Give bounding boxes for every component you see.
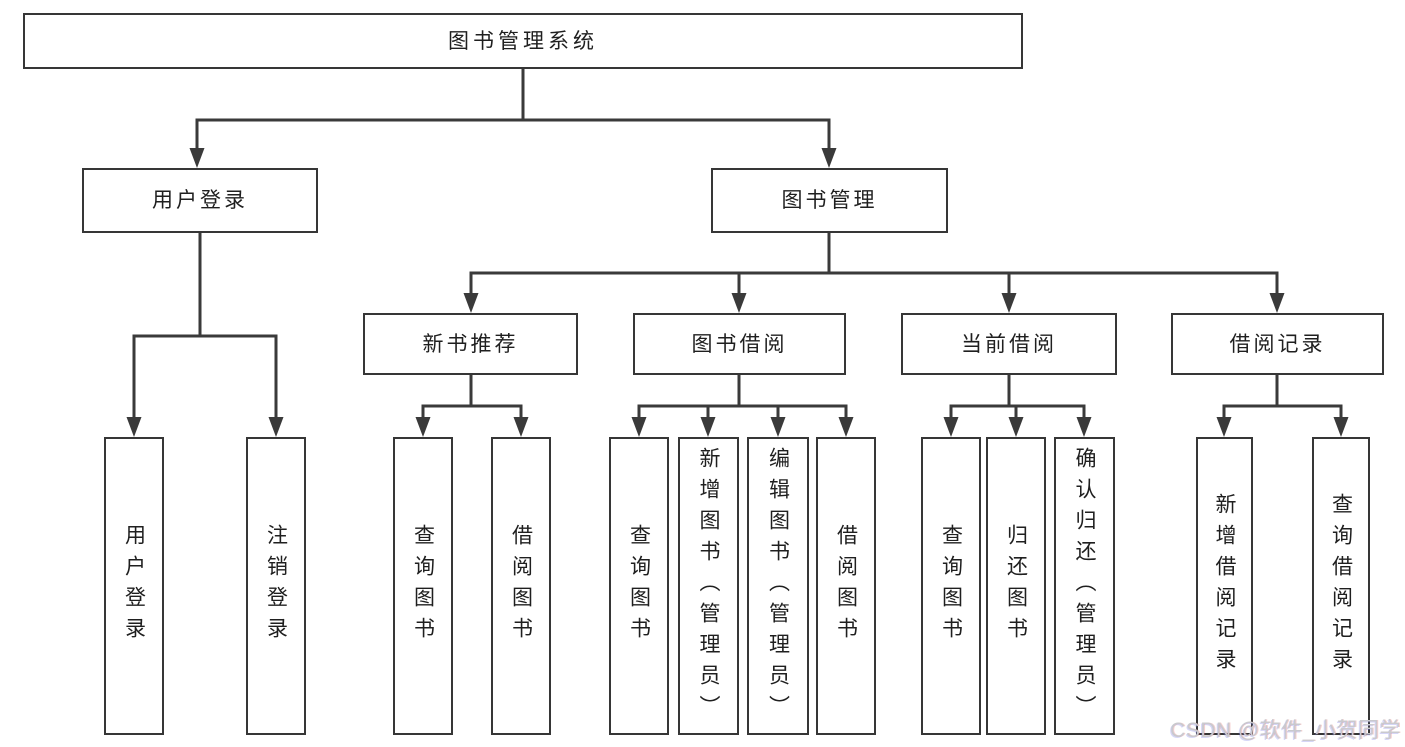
node-label: 用户登录 <box>152 189 248 212</box>
node-label: 图书管理系统 <box>448 29 598 53</box>
node-label: 当前借阅 <box>961 332 1057 356</box>
node-label: 新增借阅记录 <box>1213 493 1236 679</box>
leaf-borrow-books-recommend: 借阅图书 <box>491 437 551 735</box>
csdn-watermark: CSDN @软件_小贺同学 <box>1170 719 1401 742</box>
arrowheads <box>126 148 1349 437</box>
node-label: 查询借阅记录 <box>1329 493 1353 679</box>
leaf-add-borrow-record: 新增借阅记录 <box>1196 437 1253 735</box>
node-label: 图书借阅 <box>691 332 788 356</box>
leaf-search-books-current: 查询图书 <box>921 437 981 735</box>
node-label: 注销登录 <box>264 524 288 648</box>
connector-edges <box>132 69 1343 425</box>
node-user-login-branch: 用户登录 <box>82 168 318 233</box>
node-label: 用户登录 <box>122 524 146 648</box>
node-new-book-recommendation: 新书推荐 <box>363 313 578 375</box>
node-label: 查询图书 <box>627 524 651 648</box>
node-book-borrowing: 图书借阅 <box>633 313 846 375</box>
node-label: 查询图书 <box>411 524 435 648</box>
node-label: 新书推荐 <box>422 332 519 356</box>
leaf-search-borrow-record: 查询借阅记录 <box>1312 437 1370 735</box>
node-label: 借阅记录 <box>1229 332 1326 356</box>
leaf-return-books: 归还图书 <box>986 437 1046 735</box>
leaf-user-login: 用户登录 <box>104 437 164 735</box>
node-label: 编辑图书（管理员） <box>766 446 790 726</box>
node-library-management-system: 图书管理系统 <box>23 13 1023 69</box>
node-label: 查询图书 <box>939 524 963 648</box>
node-borrowing-records: 借阅记录 <box>1171 313 1384 375</box>
node-label: 借阅图书 <box>509 524 533 648</box>
node-label: 图书管理 <box>781 189 878 212</box>
leaf-edit-book-admin: 编辑图书（管理员） <box>747 437 809 735</box>
leaf-search-books-borrowing: 查询图书 <box>609 437 669 735</box>
leaf-search-books-recommend: 查询图书 <box>393 437 453 735</box>
node-label: 新增图书（管理员） <box>697 446 720 726</box>
leaf-logout: 注销登录 <box>246 437 306 735</box>
node-label: 借阅图书 <box>834 524 858 648</box>
leaf-confirm-return-admin: 确认归还（管理员） <box>1054 437 1115 735</box>
node-current-borrowing: 当前借阅 <box>901 313 1117 375</box>
node-label: 确认归还（管理员） <box>1073 446 1096 726</box>
leaf-borrow-books: 借阅图书 <box>816 437 876 735</box>
leaf-add-book-admin: 新增图书（管理员） <box>678 437 739 735</box>
node-label: 归还图书 <box>1004 524 1028 648</box>
node-book-management-branch: 图书管理 <box>711 168 948 233</box>
